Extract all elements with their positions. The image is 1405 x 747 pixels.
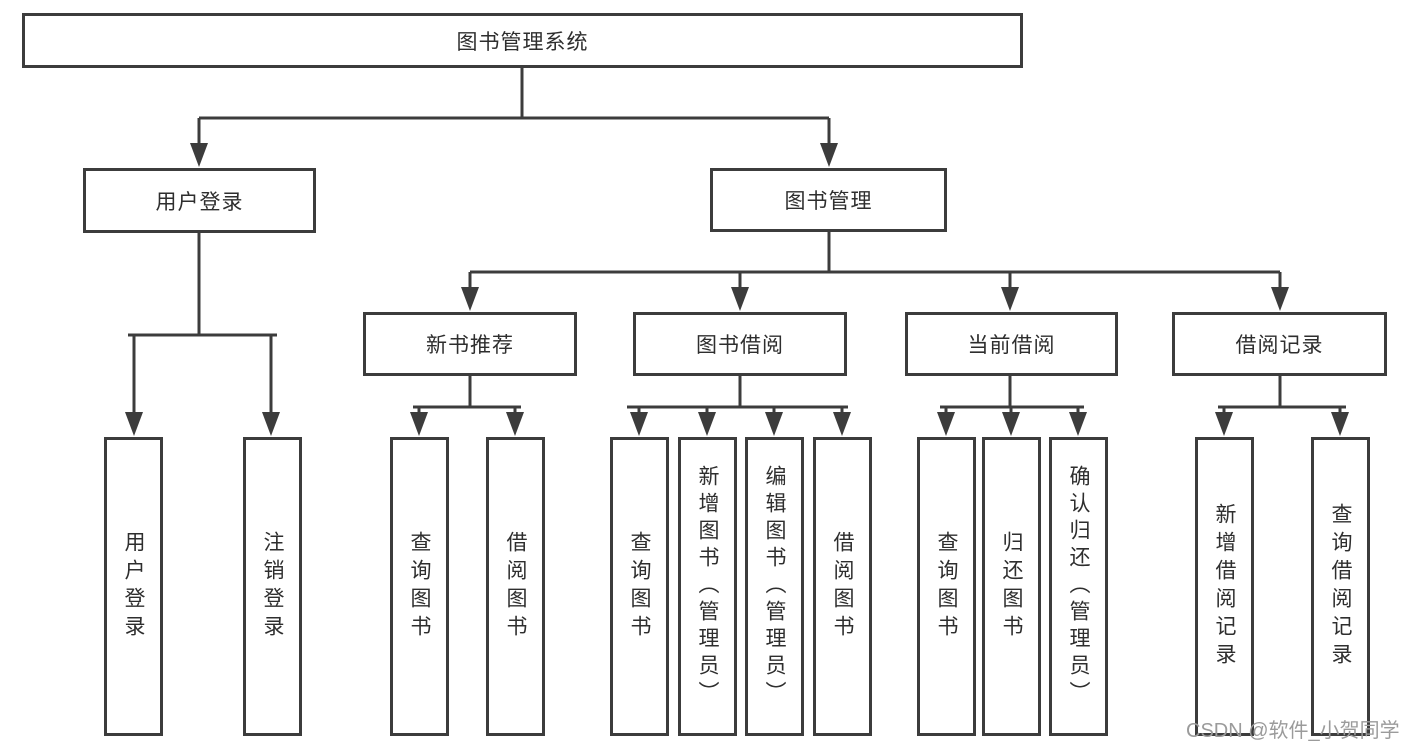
node-current-borrowing: 当前借阅: [905, 312, 1118, 376]
leaf-add-borrow-record: 新增借阅记录: [1195, 437, 1254, 736]
leaf-borrow-books-recommend: 借阅图书: [486, 437, 545, 736]
leaf-edit-book-admin: 编辑图书（管理员）: [745, 437, 804, 736]
leaf-return-books: 归还图书: [982, 437, 1041, 736]
node-new-book-recommendation: 新书推荐: [363, 312, 577, 376]
csdn-watermark: CSDN @软件_小贺同学: [1186, 720, 1400, 742]
leaf-query-books-recommend: 查询图书: [390, 437, 449, 736]
leaf-user-login: 用户登录: [104, 437, 163, 736]
leaf-borrow-books-borrowing: 借阅图书: [813, 437, 872, 736]
leaf-logout: 注销登录: [243, 437, 302, 736]
node-user-login: 用户登录: [83, 168, 316, 233]
node-book-borrowing: 图书借阅: [633, 312, 847, 376]
leaf-add-book-admin: 新增图书（管理员）: [678, 437, 737, 736]
leaf-query-borrow-record: 查询借阅记录: [1311, 437, 1370, 736]
leaf-confirm-return-admin: 确认归还（管理员）: [1049, 437, 1108, 736]
leaf-query-books-borrowing: 查询图书: [610, 437, 669, 736]
node-borrowing-records: 借阅记录: [1172, 312, 1387, 376]
node-library-management-system: 图书管理系统: [22, 13, 1023, 68]
node-book-management: 图书管理: [710, 168, 947, 232]
leaf-query-books-current: 查询图书: [917, 437, 976, 736]
